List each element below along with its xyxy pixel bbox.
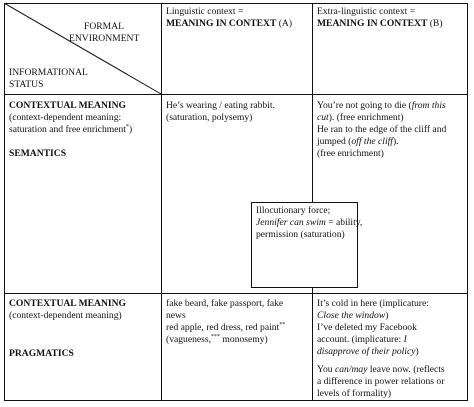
row2-col-a-line1: fake beard, fake passport, fake — [166, 298, 284, 309]
col-a-header-line1: Linguistic context = — [166, 6, 244, 17]
header-diagonal-line — [4, 3, 162, 95]
overlay-line3: permission (saturation) — [256, 229, 345, 240]
row2-col-a-line2: news — [166, 310, 186, 321]
row1-col-a-line1: He’s wearing / eating rabbit. — [166, 100, 275, 111]
row2-heading: CONTEXTUAL MEANING — [9, 298, 127, 309]
row2-col-b-line6: You can/may leave now. (reflects — [317, 364, 445, 375]
pragmatics-label: PRAGMATICS — [9, 348, 74, 359]
row2-col-b-line1: It’s cold in here (implicature: — [317, 298, 429, 309]
overlay-line1: Illocutionary force; — [256, 205, 331, 216]
row1-col-b-line5: (free enrichment) — [317, 148, 384, 159]
column-divider-a — [161, 3, 162, 401]
semantics-label: SEMANTICS — [9, 148, 67, 159]
col-a-header-line2: MEANING IN CONTEXT (A) — [166, 18, 293, 29]
row2-col-b-line4: account. (implicature: I — [317, 334, 407, 345]
row2-col-b-line8: levels of formality) — [317, 388, 392, 399]
row2-col-b-line3: I’ve deleted my Facebook — [317, 322, 417, 333]
formal-label: FORMAL — [84, 21, 124, 32]
row2-col-a-line3: red apple, red dress, red paint** — [166, 321, 286, 333]
row1-desc-line1: (context-dependent meaning: — [9, 112, 122, 123]
row1-col-b-line1: You’re not going to die (from this — [317, 100, 446, 111]
row2-col-b-line2: Close the window) — [317, 310, 389, 321]
row1-heading: CONTEXTUAL MEANING — [9, 100, 127, 111]
row2-col-b-line5: disapprove of their policy) — [317, 346, 419, 357]
environment-label: ENVIRONMENT — [69, 33, 140, 44]
overlay-line2: Jennifer can swim = ability, — [256, 217, 363, 228]
illocutionary-force-box — [251, 202, 358, 288]
row1-col-b-line2: cut). (free enrichment) — [317, 112, 404, 123]
row1-col-b-line3: He ran to the edge of the cliff and — [317, 124, 447, 135]
col-b-header-line1: Extra-linguistic context = — [317, 6, 416, 17]
row-divider-header — [4, 94, 468, 95]
status-label: STATUS — [9, 79, 44, 90]
row1-desc-line2: saturation and free enrichment*) — [9, 123, 133, 135]
row2-col-b-line7: a difference in power relations or — [317, 376, 445, 387]
row2-col-a-line4: (vagueness,*** monosemy) — [166, 333, 268, 345]
row1-col-b-line4: jumped (off the cliff). — [317, 136, 399, 147]
table-frame — [4, 3, 468, 401]
row-divider-middle — [4, 293, 468, 294]
row1-col-a-line2: (saturation, polysemy) — [166, 112, 253, 123]
row2-desc: (context-dependent meaning) — [9, 310, 122, 321]
informational-label: INFORMATIONAL — [9, 67, 88, 78]
col-b-header-line2: MEANING IN CONTEXT (B) — [317, 18, 443, 29]
